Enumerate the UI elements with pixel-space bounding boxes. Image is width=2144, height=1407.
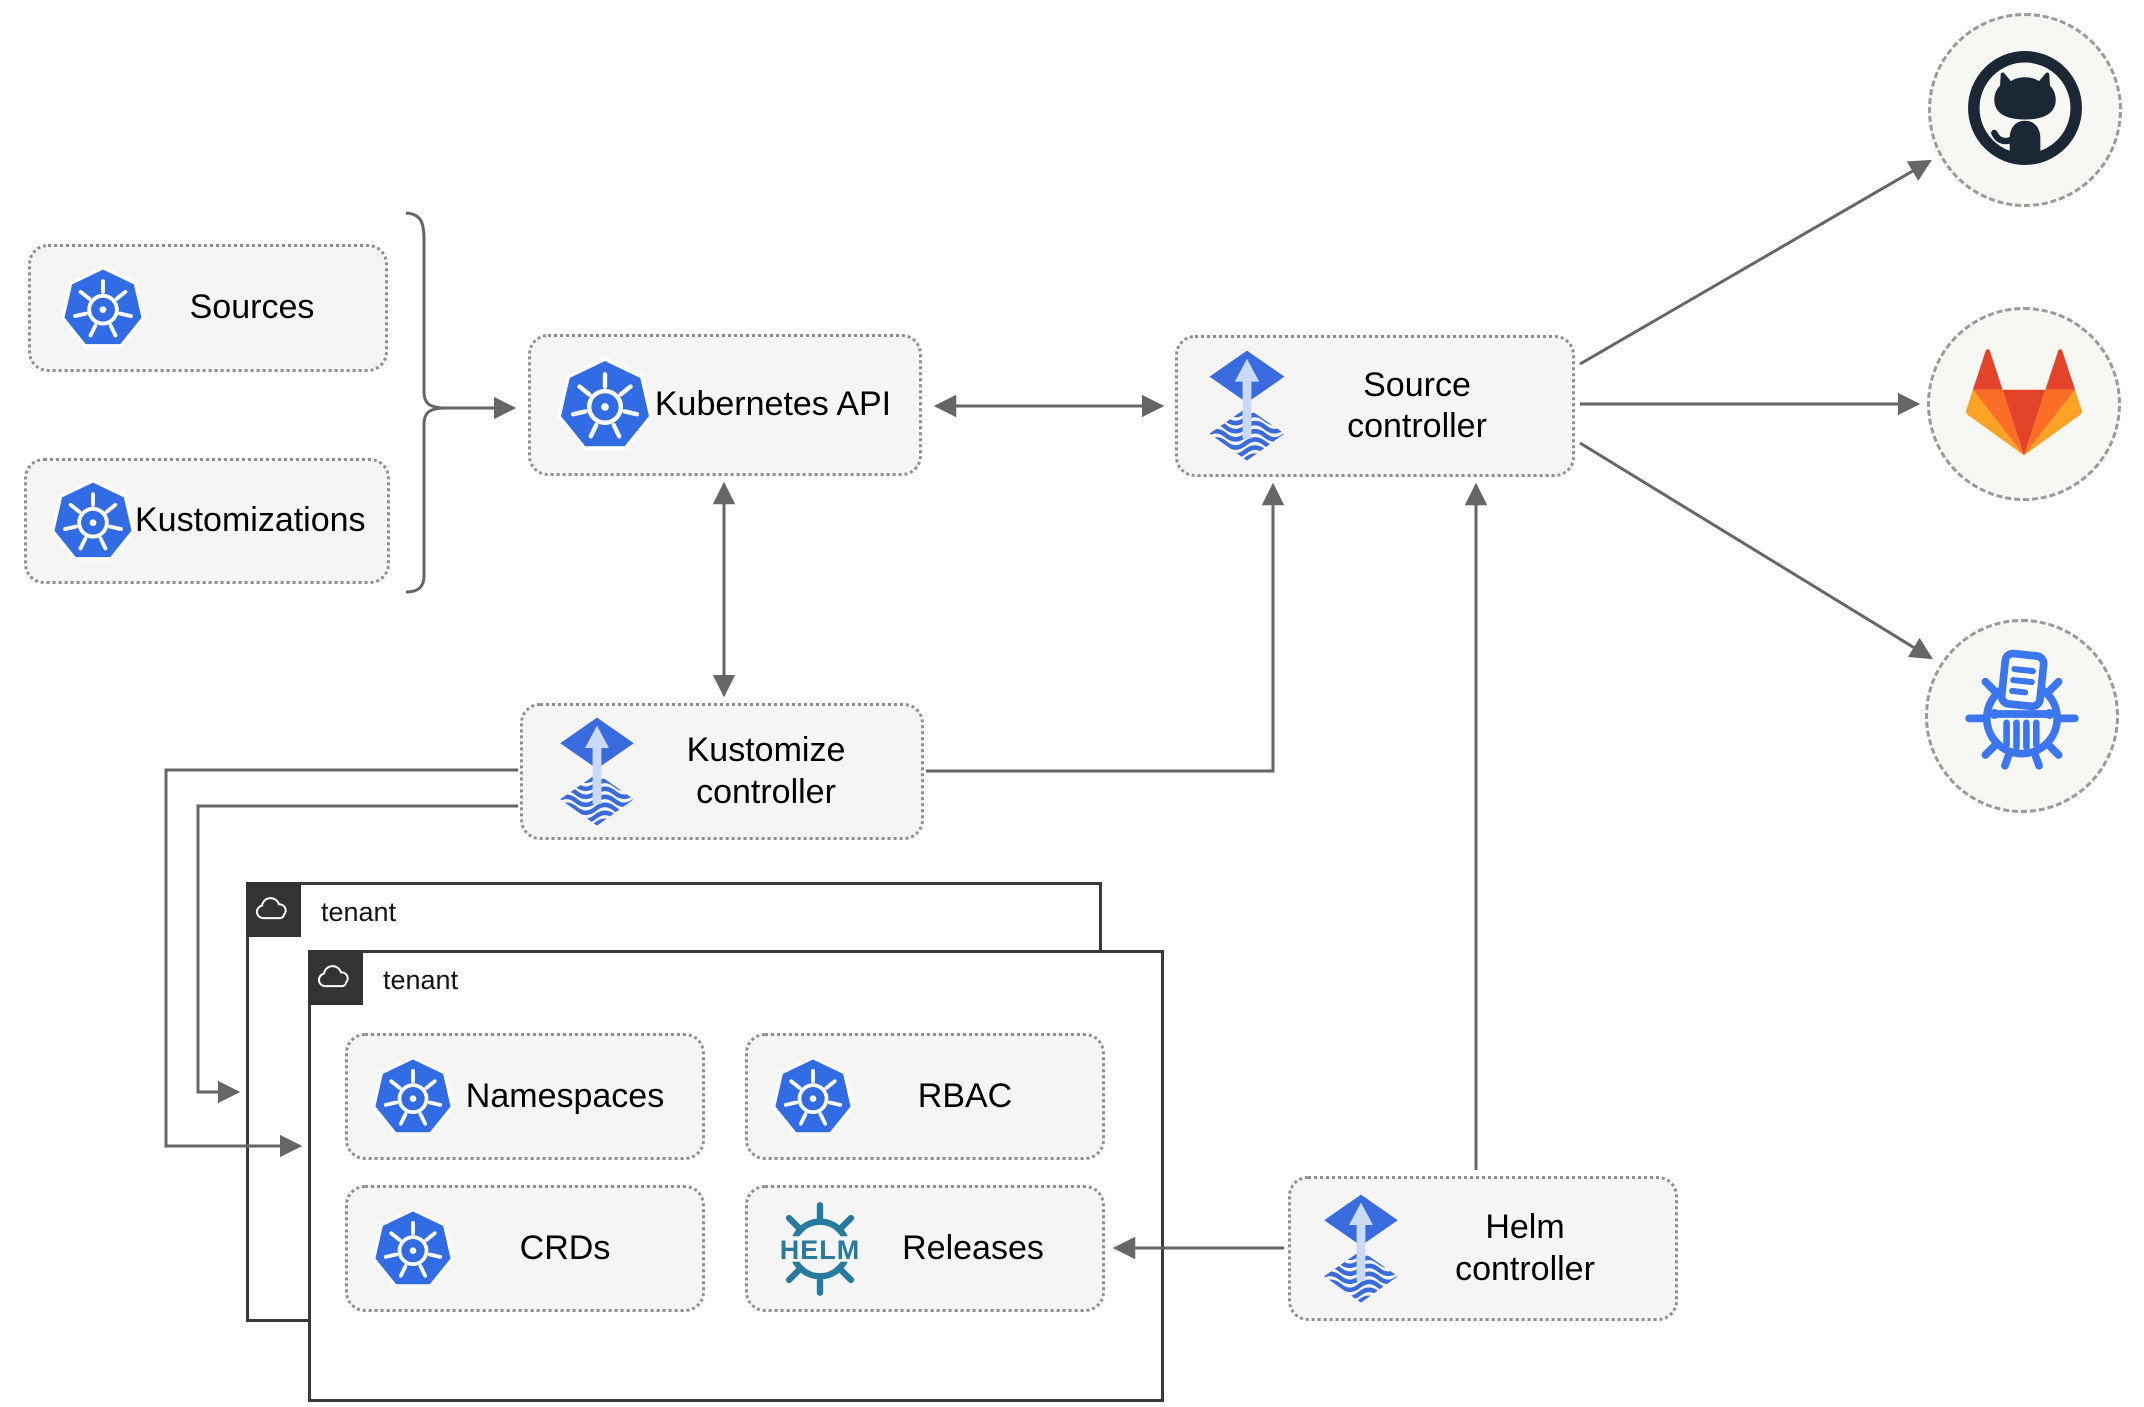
source-controller-line1: Source [1363, 365, 1471, 404]
brace-sources-group [405, 211, 447, 594]
rbac-label: RBAC [917, 1076, 1013, 1115]
edge-source-controller-to-chartmuseum [1579, 441, 1933, 660]
source-controller-label: Source controller [1288, 365, 1572, 448]
namespaces-node: Namespaces [345, 1033, 705, 1160]
chartmuseum-endpoint [1925, 619, 2119, 813]
kustomizations-label: Kustomizations [135, 501, 366, 540]
chartmuseum-helm-repository-icon [1956, 648, 2088, 785]
helm-wordmark: HELM [779, 1234, 861, 1265]
crds-label: CRDs [519, 1228, 611, 1267]
kubernetes-icon [557, 357, 653, 453]
cloud-icon [246, 882, 301, 937]
kubernetes-icon [372, 1056, 454, 1138]
kubernetes-icon [772, 1056, 854, 1138]
flux-icon [1321, 1193, 1401, 1305]
edge-kustomize-controller-to-source-controller [926, 482, 1285, 773]
namespaces-label: Namespaces [465, 1076, 665, 1115]
edge-source-controller-to-github [1579, 159, 1932, 366]
kustomize-controller-label: Kustomize controller [637, 730, 921, 813]
rbac-node: RBAC [745, 1033, 1105, 1160]
kustomizations-node: Kustomizations [24, 458, 390, 584]
helm-controller-label: Helm controller [1401, 1207, 1675, 1290]
gitlab-tanuki-icon [1965, 347, 2083, 462]
kubernetes-icon [51, 479, 135, 563]
source-controller-line2: controller [1347, 407, 1487, 445]
helm-icon: HELM [770, 1199, 870, 1299]
helm-controller-node: Helm controller [1288, 1176, 1678, 1321]
sources-label: Sources [189, 288, 315, 327]
github-endpoint [1928, 13, 2122, 207]
kubernetes-api-label: Kubernetes API [654, 385, 892, 424]
sources-node: Sources [28, 244, 388, 372]
github-octocat-icon [1961, 44, 2089, 177]
kustomize-controller-line1: Kustomize [686, 731, 846, 770]
kubernetes-icon [372, 1208, 454, 1290]
tenant-label: tenant [383, 965, 459, 995]
kubernetes-api-node: Kubernetes API [528, 334, 922, 476]
kustomize-controller-line2: controller [696, 772, 836, 811]
cloud-icon [308, 950, 363, 1005]
releases-node: HELM Releases [745, 1185, 1105, 1312]
helm-controller-line2: controller [1455, 1249, 1595, 1288]
helm-controller-line1: Helm [1485, 1208, 1565, 1247]
gitlab-endpoint [1927, 307, 2121, 501]
crds-node: CRDs [345, 1185, 705, 1312]
kustomize-controller-node: Kustomize controller [520, 703, 924, 840]
source-controller-node: Source controller [1175, 335, 1575, 477]
flux-icon [1206, 349, 1288, 463]
flux-icon [557, 716, 637, 828]
kubernetes-icon [61, 266, 145, 350]
releases-label: Releases [902, 1228, 1044, 1267]
tenant-label: tenant [321, 897, 397, 927]
tenant-group-front: tenant [308, 950, 1164, 1402]
